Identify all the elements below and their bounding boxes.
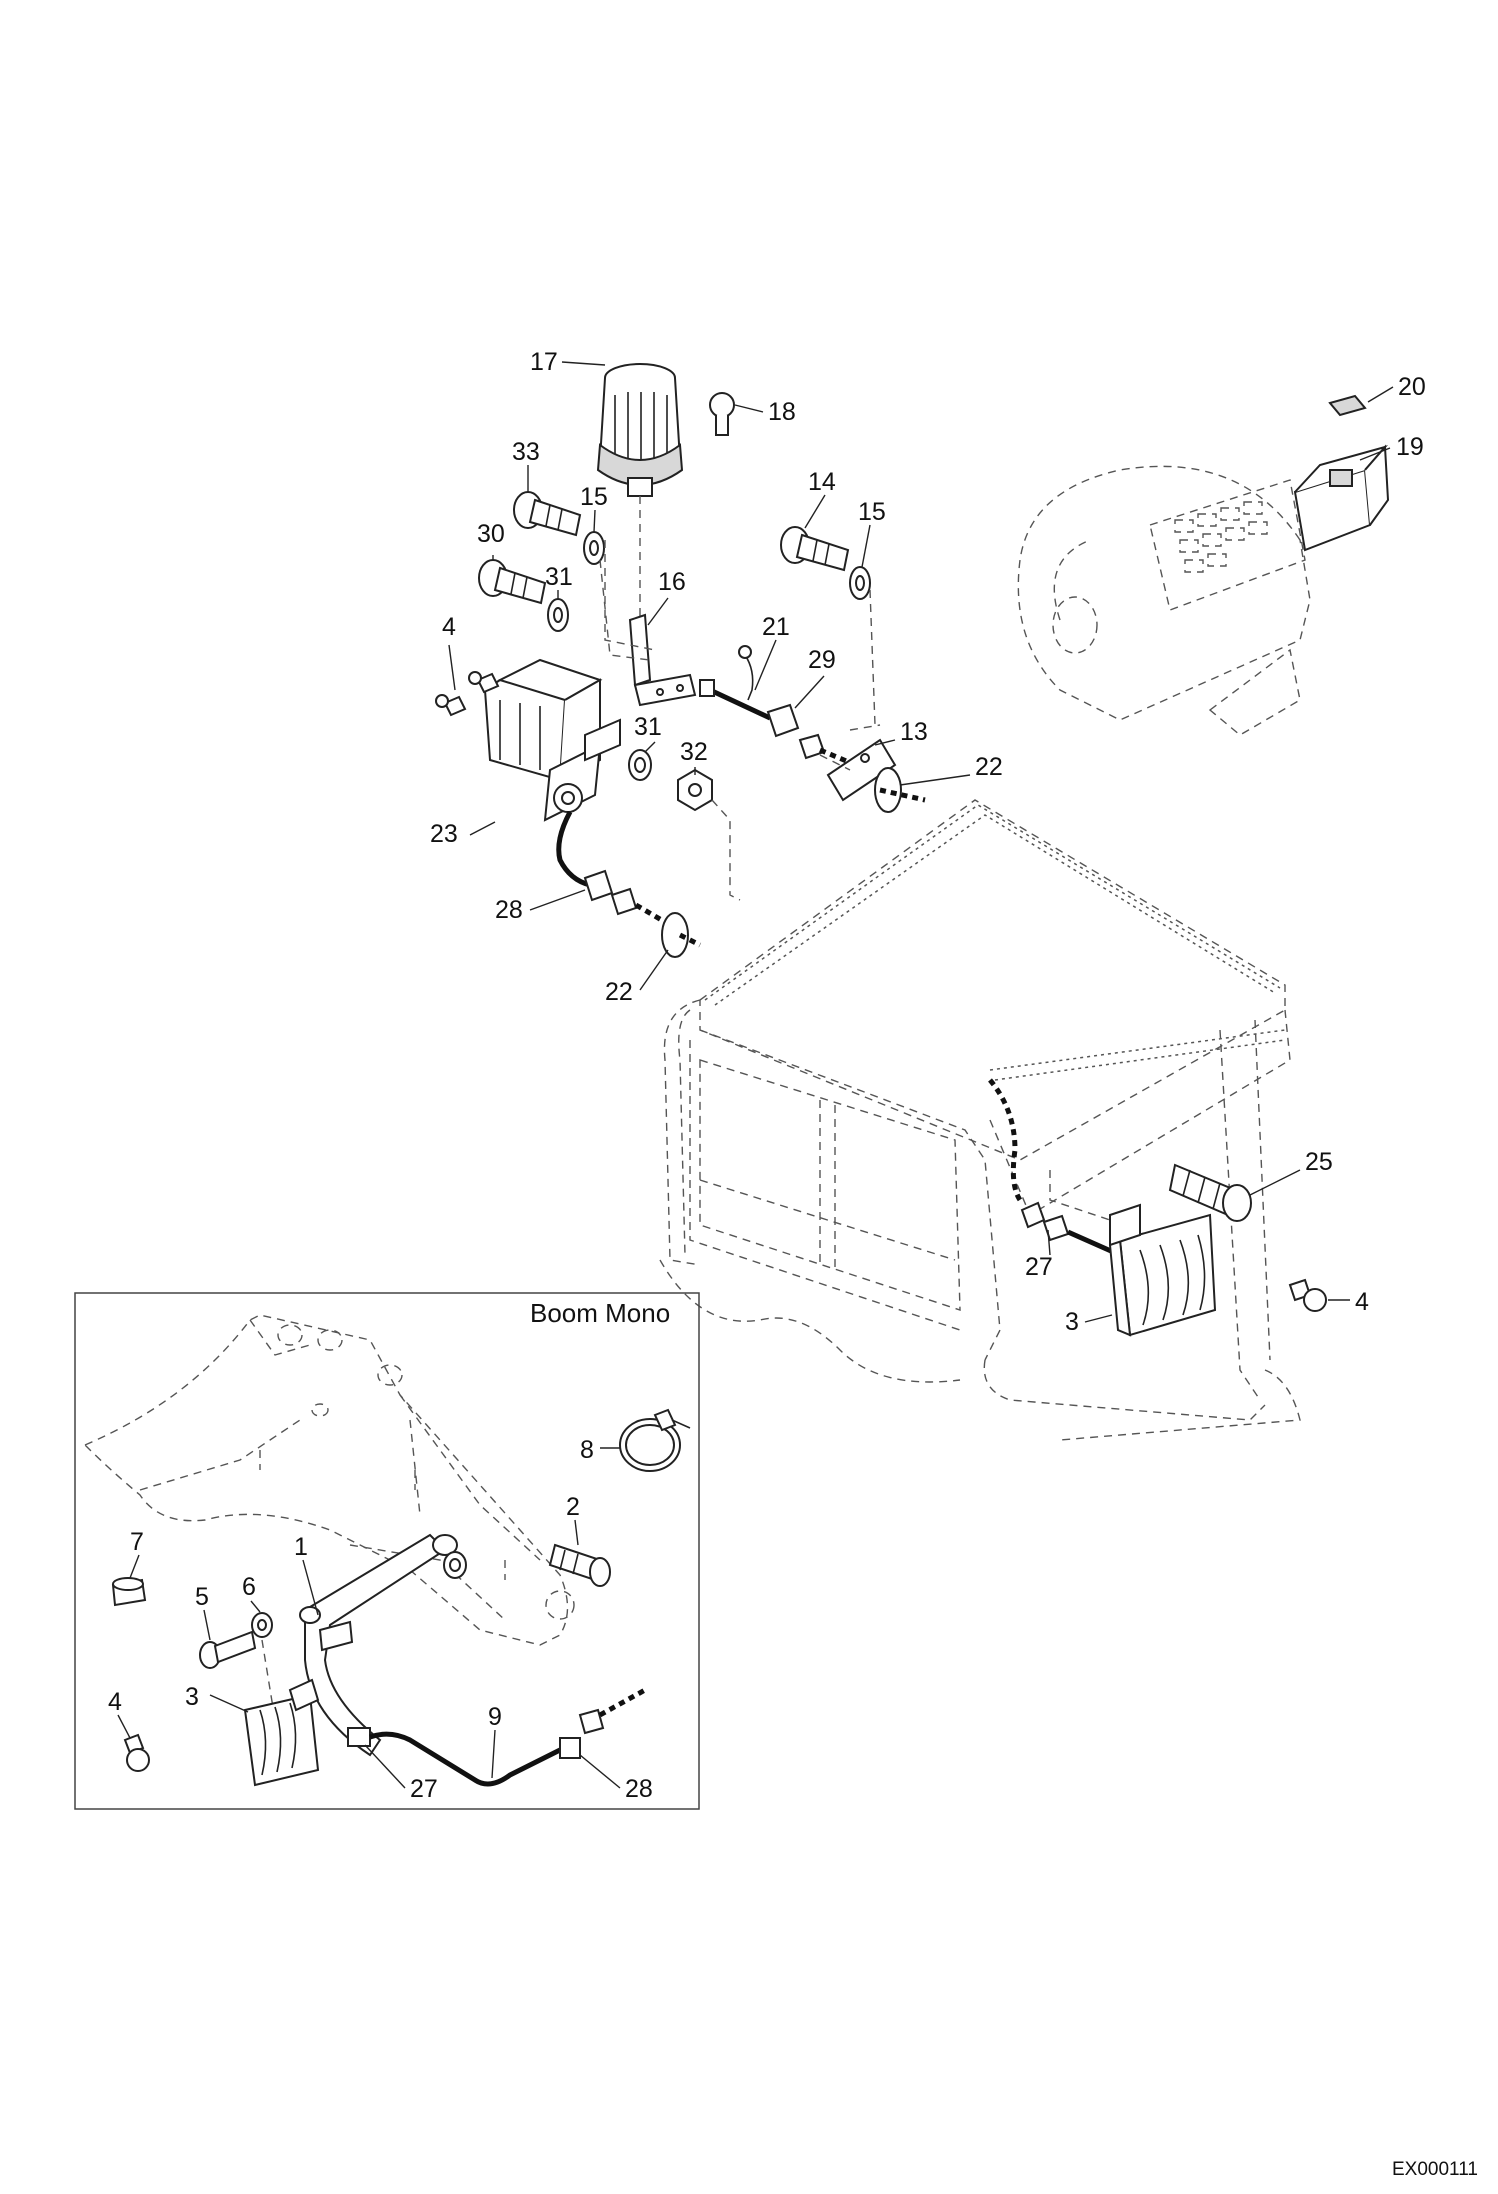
console-switch-panel [1174, 501, 1268, 573]
part-19-rocker-switch [1293, 444, 1390, 552]
part-3-work-light-right [1108, 1203, 1217, 1337]
inset-frame [74, 1292, 700, 1810]
inset-boom [84, 1314, 575, 1646]
callout-4b: 4 [1355, 1288, 1369, 1316]
part-23-work-light [483, 658, 621, 822]
operator-cab [659, 799, 1301, 1441]
callout-31b: 31 [634, 713, 662, 741]
callout-6: 6 [242, 1573, 256, 1601]
part-32-nut [677, 768, 741, 901]
part-28-connector-upper [556, 810, 672, 928]
callout-15b: 15 [858, 498, 886, 526]
callout-1: 1 [294, 1533, 308, 1561]
callout-21: 21 [762, 613, 790, 641]
callout-28b: 28 [625, 1775, 653, 1803]
inset-washer-ring [443, 1551, 467, 1579]
part-17-rotating-beacon [596, 363, 684, 497]
callout-22b: 22 [605, 978, 633, 1006]
part-22-grommet-lower [661, 912, 702, 958]
callout-16: 16 [658, 568, 686, 596]
part-15-washer-right [849, 566, 876, 726]
inset-part-7-cap [111, 1577, 147, 1607]
callout-28a: 28 [495, 896, 523, 924]
callout-3a: 3 [1065, 1308, 1079, 1336]
inset-part-9-cable [347, 1687, 647, 1787]
part-20-switch-cap [1328, 394, 1367, 417]
part-27-connector-right [988, 1078, 1122, 1258]
part-13-plate [826, 724, 897, 802]
inset-part-5-bolt [199, 1630, 276, 1721]
callout-8: 8 [580, 1436, 594, 1464]
callout-2: 2 [566, 1493, 580, 1521]
part-18-screw [709, 392, 735, 436]
part-16-beacon-bracket [628, 496, 697, 707]
control-console [1017, 465, 1311, 736]
callout-4c: 4 [108, 1688, 122, 1716]
inset-part-4-screw [123, 1733, 150, 1772]
callout-33: 33 [512, 438, 540, 466]
inset-part-2-bolt [548, 1543, 611, 1587]
callout-20: 20 [1398, 373, 1426, 401]
callout-leaders [117, 361, 1394, 1789]
part-33-bolt [513, 491, 582, 537]
assembly-guides [604, 540, 1111, 1221]
callout-3b: 3 [185, 1683, 199, 1711]
callout-27b: 27 [410, 1775, 438, 1803]
part-4-screws-upper [435, 671, 500, 717]
part-31-washer-lower [628, 749, 652, 781]
inset-part-8-clamp [619, 1408, 691, 1472]
callout-7: 7 [130, 1528, 144, 1556]
callout-18: 18 [768, 398, 796, 426]
callout-25: 25 [1305, 1148, 1333, 1176]
callout-27a: 27 [1025, 1253, 1053, 1281]
part-31-washer [547, 598, 569, 632]
callout-32: 32 [680, 738, 708, 766]
callout-9: 9 [488, 1703, 502, 1731]
inset-part-6-washer [251, 1612, 273, 1638]
part-14-bolt [780, 526, 850, 572]
callout-5: 5 [195, 1583, 209, 1611]
callout-15a: 15 [580, 483, 608, 511]
part-4-screw-right [1288, 1278, 1327, 1312]
inset-part-3-work-light [243, 1678, 320, 1787]
callout-23: 23 [430, 820, 458, 848]
inset-part-1-bracket [299, 1533, 458, 1757]
callout-29: 29 [808, 646, 836, 674]
inset-title: Boom Mono [530, 1298, 670, 1328]
callout-30: 30 [477, 520, 505, 548]
part-22-grommet-upper [874, 767, 926, 813]
callout-14: 14 [808, 468, 836, 496]
callout-31a: 31 [545, 563, 573, 591]
callout-22a: 22 [975, 753, 1003, 781]
callout-17: 17 [530, 348, 558, 376]
callout-13: 13 [900, 718, 928, 746]
drawing-code: EX000111 [1392, 2159, 1478, 2180]
callout-4a: 4 [442, 613, 456, 641]
part-30-bolt [478, 559, 547, 605]
callout-labels: 17 18 20 19 33 15 14 15 30 31 16 4 21 29… [108, 348, 1426, 1803]
part-29-connector [766, 703, 881, 778]
part-25-bolt [1168, 1163, 1252, 1222]
callout-19: 19 [1396, 433, 1424, 461]
part-21-cable [699, 645, 772, 721]
